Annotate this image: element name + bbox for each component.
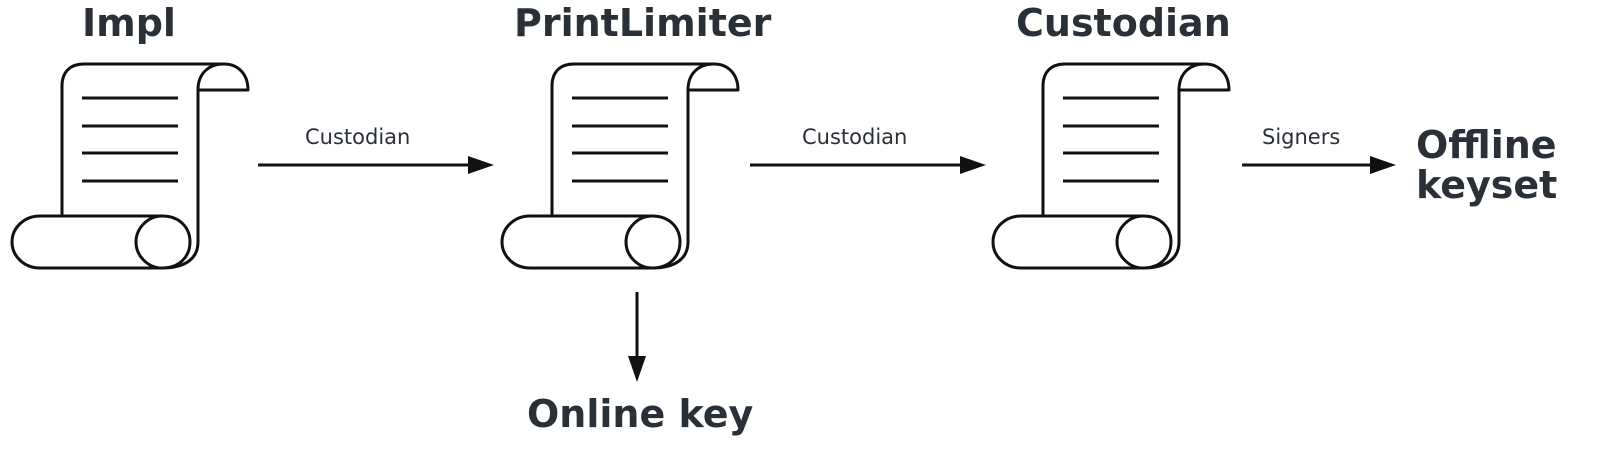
impl-title: Impl (82, 1, 176, 45)
printlimiter-title: PrintLimiter (514, 1, 772, 45)
offline-keyset-line1: Offline (1416, 123, 1557, 167)
offline-keyset-line2: keyset (1416, 162, 1558, 207)
arrow-impl-to-printlimiter (258, 156, 494, 174)
printlimiter-scroll-icon (500, 62, 740, 270)
edge-label-custodian-to-offline: Signers (1262, 125, 1341, 149)
custodian-scroll-icon (991, 62, 1231, 270)
offline-keyset-title: Offline keyset (1416, 123, 1558, 207)
edge-label-impl-to-printlimiter: Custodian (305, 125, 411, 149)
edge-label-printlimiter-to-custodian: Custodian (802, 125, 908, 149)
online-key-title: Online key (527, 392, 754, 436)
arrow-printlimiter-to-custodian (750, 156, 986, 174)
arrow-custodian-to-offline (1242, 156, 1396, 174)
impl-scroll-icon (10, 62, 250, 270)
custodian-title: Custodian (1016, 1, 1231, 45)
arrow-printlimiter-to-online (628, 292, 646, 382)
